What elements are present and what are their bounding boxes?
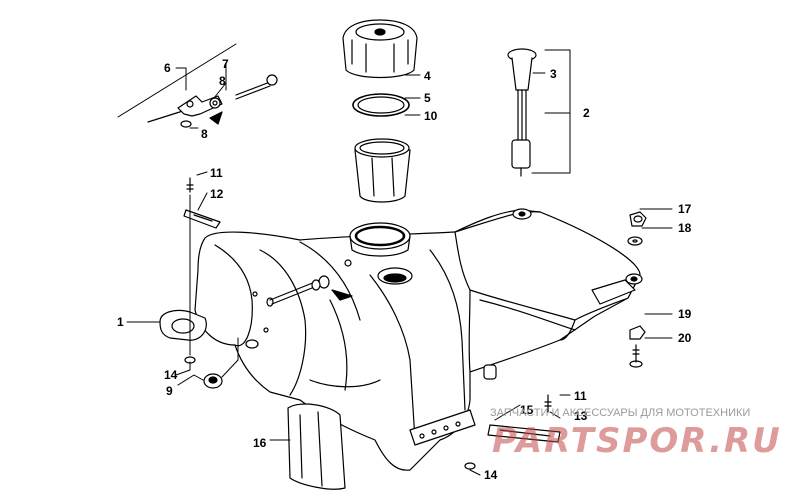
- grommet-9: [203, 373, 223, 389]
- callout-9: 9: [166, 384, 173, 398]
- callout-18: 18: [678, 221, 692, 235]
- callout-2: 2: [583, 106, 590, 120]
- callout-5: 5: [424, 91, 431, 105]
- bolt-20: [629, 344, 643, 368]
- callout-10: 10: [424, 109, 438, 123]
- fuel-sender: [507, 48, 537, 177]
- callout-14-right: 14: [484, 468, 498, 482]
- through-bolt: [266, 275, 353, 307]
- callout-15: 15: [520, 403, 534, 417]
- callout-8-top: 8: [219, 74, 226, 88]
- leader-lines: [117, 43, 673, 476]
- callout-13: 13: [574, 409, 588, 423]
- callout-12: 12: [210, 187, 224, 201]
- callout-7: 7: [222, 57, 229, 71]
- screw-11-left: [186, 177, 194, 193]
- callout-4: 4: [424, 69, 431, 83]
- watermark-caption: ЗАПЧАСТИ И АКСЕССУАРЫ ДЛЯ МОТОТЕХНИКИ: [490, 407, 750, 419]
- watermark-brand: PARTSPOR.RU: [492, 421, 782, 461]
- callout-16: 16: [253, 436, 267, 450]
- filler-neck: [354, 138, 411, 203]
- cap-gasket: [352, 93, 410, 117]
- screw-11-right: [544, 394, 552, 413]
- callout-8-bottom: 8: [201, 127, 208, 141]
- callout-6: 6: [164, 61, 171, 75]
- strap-13: [487, 424, 561, 443]
- nut-17: [629, 211, 647, 227]
- fuel-cap: [342, 19, 418, 79]
- heat-shield: [287, 403, 346, 490]
- callout-14-left: 14: [164, 368, 178, 382]
- washer-18: [627, 236, 643, 246]
- callout-11-right: 11: [574, 389, 587, 403]
- watermark: ЗАПЧАСТИ И АКСЕССУАРЫ ДЛЯ МОТОТЕХНИКИ PA…: [490, 407, 782, 461]
- washer-14-right: [464, 462, 476, 470]
- strap-12: [183, 209, 221, 229]
- callout-labels: 1 2 3 4 5 6 7 8 8 9 10 11 11 12 13 14 14…: [117, 57, 692, 482]
- nut-19: [629, 325, 646, 340]
- mounting-bracket-assembly: [147, 74, 278, 128]
- callout-20: 20: [678, 331, 692, 345]
- callout-17: 17: [678, 202, 692, 216]
- fuel-tank-body: [159, 208, 643, 471]
- callout-11-left: 11: [210, 166, 223, 180]
- callout-19: 19: [678, 307, 692, 321]
- callout-3: 3: [550, 67, 557, 81]
- callout-1: 1: [117, 315, 124, 329]
